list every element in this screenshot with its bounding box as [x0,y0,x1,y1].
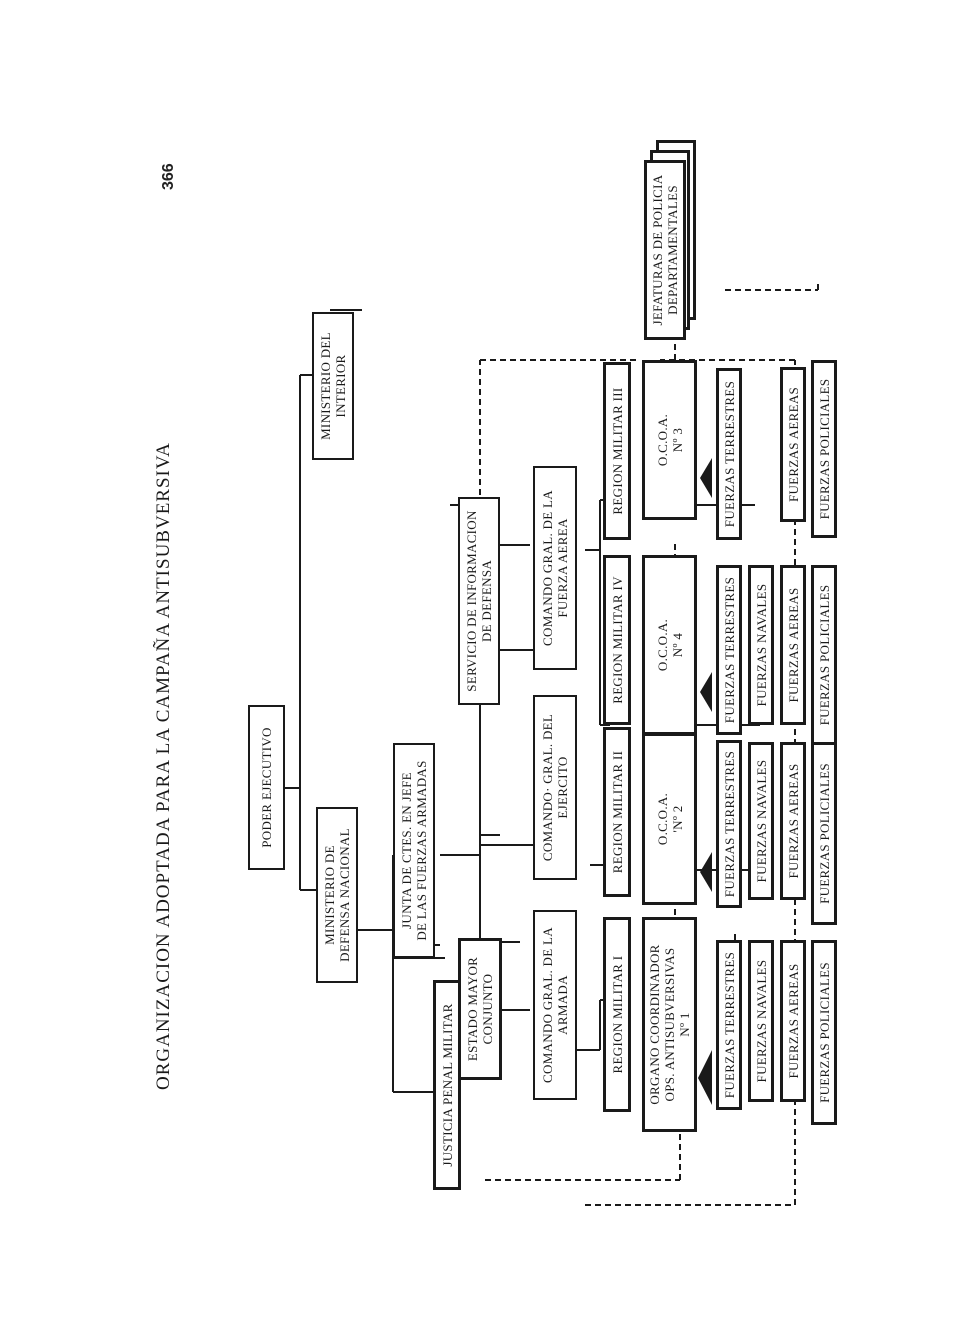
force-4-policiales: FUERZAS POLICIALES [811,565,837,745]
force-1-terrestres: FUERZAS TERRESTRES [716,940,742,1110]
region-militar-2: REGION MILITAR II [603,727,631,897]
node-jefaturas-policia: JEFATURAS DE POLICIA DEPARTAMENTALES [644,160,686,340]
node-comando-fuerza-aerea: COMANDO GRAL. DE LA FUERZA AEREA [533,466,577,670]
organ-4: O.C.O.A. Nº 4 [642,555,697,735]
force-1-navales: FUERZAS NAVALES [748,940,774,1102]
force-1-aereas: FUERZAS AEREAS [780,940,806,1102]
node-servicio-informacion: SERVICIO DE INFORMACION DE DEFENSA [458,497,500,705]
force-2-policiales: FUERZAS POLICIALES [811,742,837,925]
node-estado-mayor: ESTADO MAYOR CONJUNTO [458,938,502,1080]
force-3-aereas: FUERZAS AEREAS [780,367,806,522]
organ-1: ORGANO COORDINADOR OPS. ANTISUBVERSIVAS … [642,917,697,1132]
force-2-terrestres: FUERZAS TERRESTRES [716,740,742,908]
force-2-navales: FUERZAS NAVALES [748,742,774,900]
force-3-terrestres: FUERZAS TERRESTRES [716,368,742,540]
node-comando-ejercito: COMANDO· GRAL. DEL EJERCITO [533,695,577,880]
organ-3: O.C.O.A. Nº 3 [642,360,697,520]
node-poder-ejecutivo: PODER EJECUTIVO [248,705,285,870]
node-ministerio-interior: MINISTERIO DEL INTERIOR [312,312,354,460]
organ-2: O.C.O.A. 'Nº 2 [642,733,697,905]
force-3-policiales: FUERZAS POLICIALES [811,360,837,538]
node-justicia-penal-militar: JUSTICIA PENAL MILITAR [433,980,461,1190]
region-militar-4: REGION MILITAR IV [603,555,631,725]
region-militar-3: REGION MILITAR III [603,362,631,540]
node-ministerio-defensa: MINISTERIO DE DEFENSA NACIONAL [316,807,358,983]
force-2-aereas: FUERZAS AEREAS [780,742,806,900]
force-1-policiales: FUERZAS POLICIALES [811,940,837,1125]
force-4-navales: FUERZAS NAVALES [748,565,774,725]
force-4-terrestres: FUERZAS TERRESTRES [716,565,742,735]
force-4-aereas: FUERZAS AEREAS [780,565,806,725]
node-junta-ctes: JUNTA DE CTES. EN JEFE DE LAS FUERZAS AR… [393,743,435,958]
region-militar-1: REGION MILITAR I [603,917,631,1112]
node-comando-armada: COMANDO GRAL. DE LA ARMADA [533,910,577,1100]
